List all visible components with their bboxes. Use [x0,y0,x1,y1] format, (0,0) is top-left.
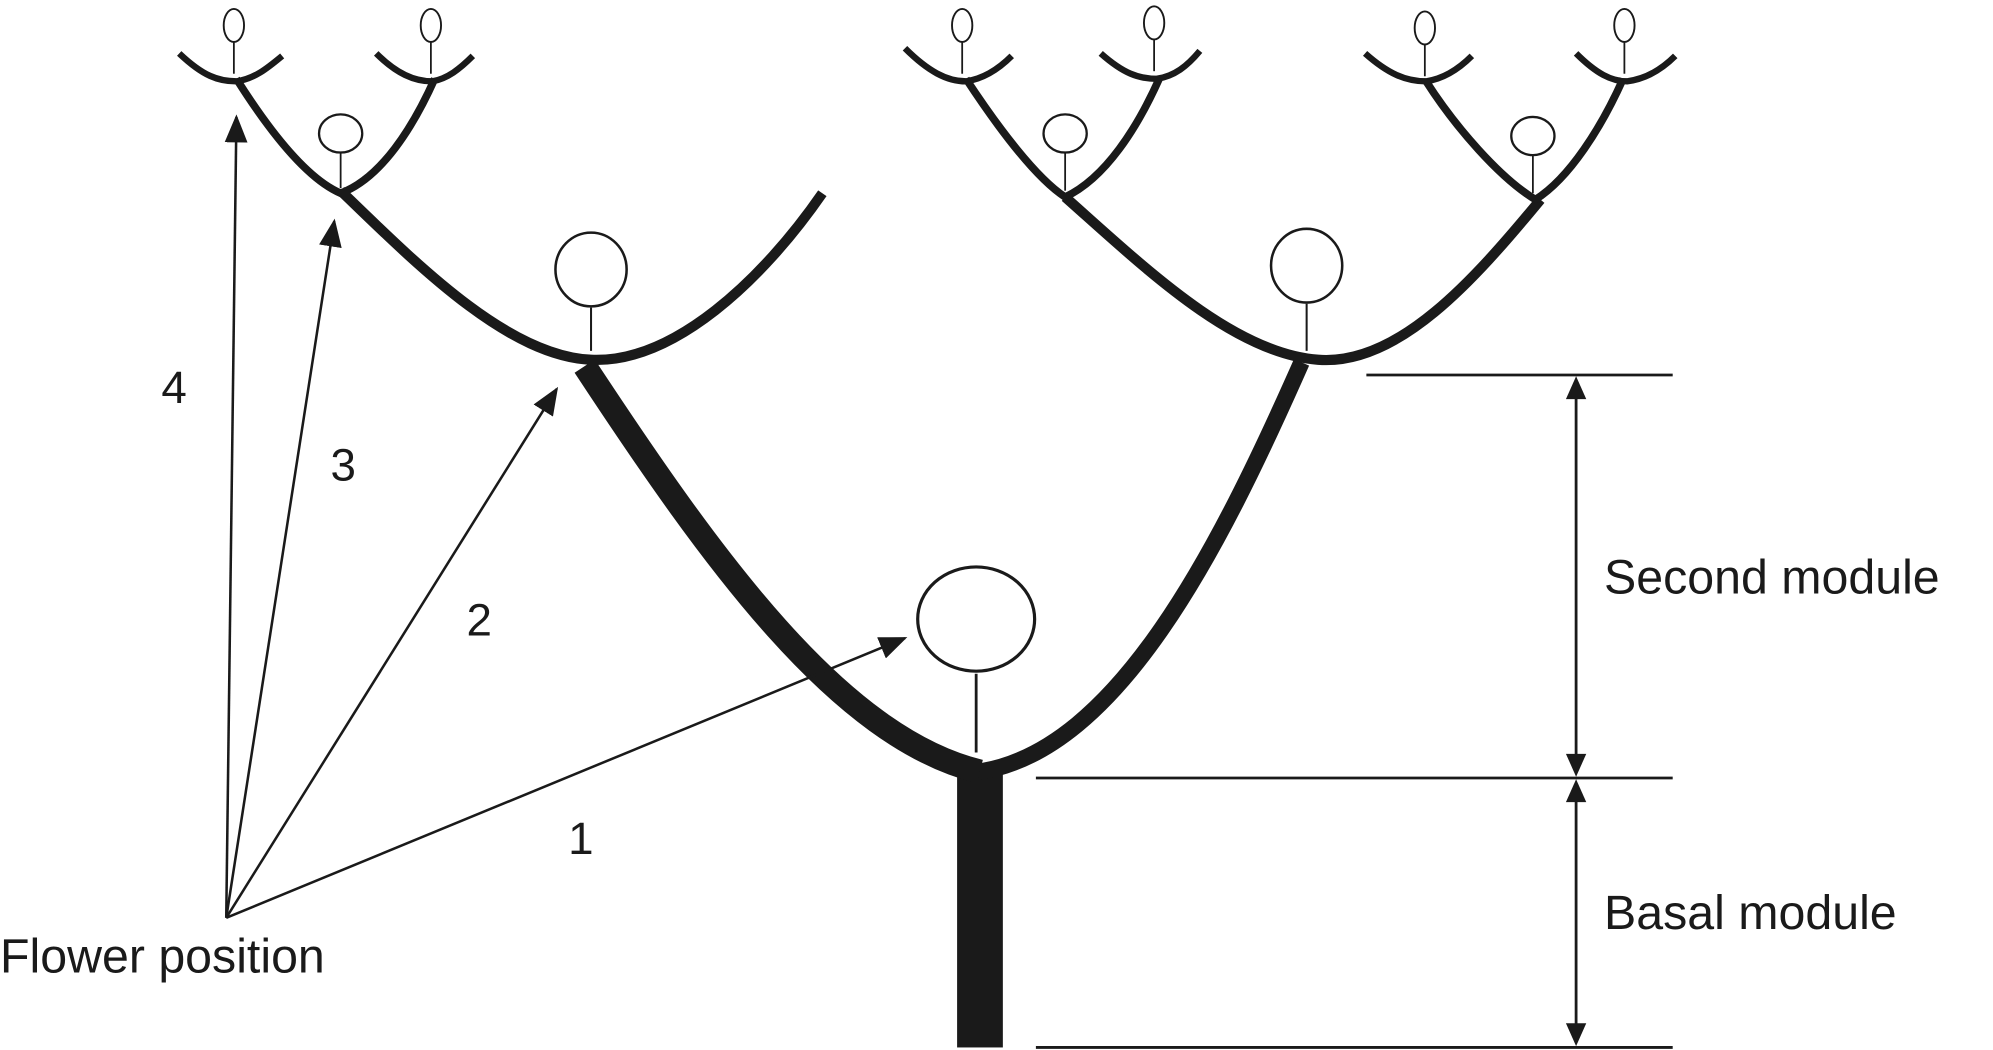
left-third-order-branch [337,187,827,365]
second-module-label: Second module [1604,551,1940,605]
arrow-position-1 [225,636,908,919]
flower-position-arrows [224,114,908,919]
flower-position-label: Flower position [0,929,325,983]
flower-3-right-icon [1510,115,1556,157]
second-module-left-branch [574,359,983,784]
flower-4-e-icon [1413,10,1436,46]
flower-4-c-icon [951,7,974,43]
position-number-2: 2 [466,595,491,646]
flower-3-left-a-icon [317,113,364,154]
basal-module-label: Basal module [1604,886,1897,940]
right-fourth-order-group [1362,7,1678,205]
left-fourth-order-group [177,7,476,198]
flower-4-f-icon [1613,7,1636,43]
position-number-3: 3 [330,440,355,491]
flower-2-left-icon [554,231,628,308]
basal-module-stem [957,770,1003,1048]
arrow-position-4 [224,114,248,918]
position-number-4: 4 [161,362,186,413]
arrow-position-3 [224,218,342,918]
flower-4-a-icon [222,7,245,43]
flower-4-d-icon [1142,5,1166,41]
arrow-position-2 [225,386,559,919]
module-scale [1035,373,1673,1049]
arrow-up-basal-module [1565,779,1587,803]
flower-2-right-icon [1269,227,1344,304]
middle-fourth-order-group [902,5,1203,202]
arrow-down-basal-module [1565,1023,1587,1047]
flower-4-b-icon [419,7,443,43]
position-number-1: 1 [568,813,593,864]
flower-1-icon [916,565,1037,673]
flower-3-middle-icon [1042,113,1088,154]
second-module-right-branch [978,358,1310,780]
right-third-order-branch [1061,193,1545,366]
arrow-down-second-module [1565,753,1587,777]
arrow-up-second-module [1565,376,1587,400]
